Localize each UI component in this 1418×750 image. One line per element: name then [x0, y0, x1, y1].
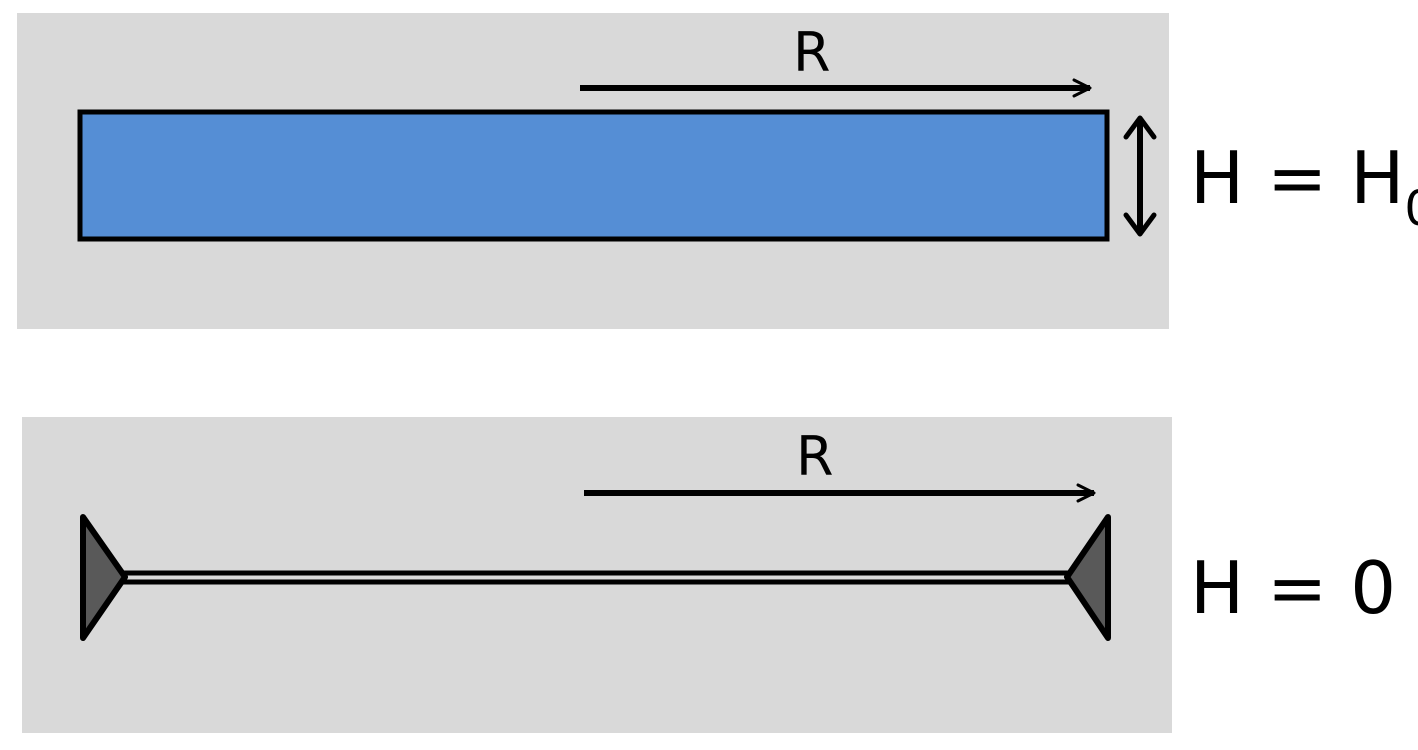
film-panel-collapsed — [22, 417, 1172, 733]
radius-label-top: R — [793, 21, 831, 84]
height-label-initial-main: H = H — [1190, 136, 1405, 220]
film-panel-initial — [17, 13, 1169, 329]
radius-label-bottom: R — [796, 425, 834, 488]
height-label-initial-subscript: 0 — [1404, 181, 1418, 237]
height-label-initial: H = H0 — [1190, 142, 1418, 233]
height-label-zero: H = 0 — [1190, 546, 1397, 630]
